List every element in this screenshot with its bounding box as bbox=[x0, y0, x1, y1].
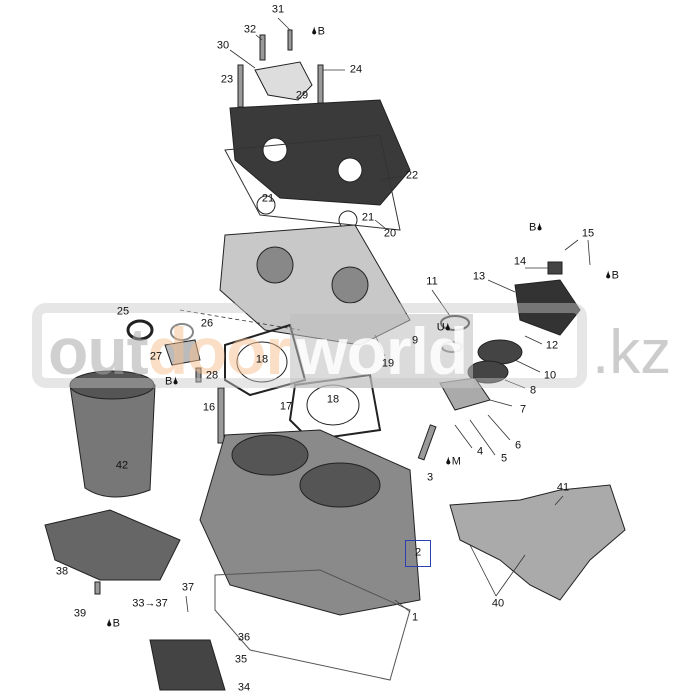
callout[interactable]: 10 bbox=[543, 369, 557, 382]
callout[interactable]: 3 bbox=[426, 471, 434, 484]
callout[interactable]: 9 bbox=[411, 334, 419, 347]
callout[interactable]: 41 bbox=[556, 481, 570, 494]
callout[interactable]: 4 bbox=[476, 445, 484, 458]
callout[interactable]: 33→37 bbox=[132, 597, 168, 610]
callout[interactable]: 14 bbox=[513, 255, 527, 268]
lubricant-mark: 🌢B bbox=[311, 25, 325, 38]
callout[interactable]: 13 bbox=[472, 270, 486, 283]
reed-valve-34 bbox=[149, 639, 226, 691]
callout[interactable]: 37 bbox=[181, 581, 195, 594]
gasket-20 bbox=[224, 134, 401, 231]
lubricant-mark: 🌢B bbox=[106, 617, 120, 630]
callout[interactable]: 42 bbox=[115, 459, 129, 472]
head-cover-22 bbox=[229, 99, 411, 206]
bolt-24 bbox=[317, 64, 324, 104]
lubricant-mark: U🌢 bbox=[436, 321, 452, 334]
wm-door: door bbox=[147, 314, 292, 388]
callout[interactable]: 40 bbox=[491, 597, 505, 610]
callout[interactable]: 36 bbox=[237, 631, 251, 644]
callout[interactable]: 1 bbox=[411, 611, 419, 624]
base-gasket bbox=[214, 569, 411, 681]
callout[interactable]: 12 bbox=[545, 339, 559, 352]
callout[interactable]: 16 bbox=[202, 401, 216, 414]
callout[interactable]: 21 bbox=[361, 211, 375, 224]
callout[interactable]: 15 bbox=[581, 227, 595, 240]
callout[interactable]: 38 bbox=[55, 565, 69, 578]
callout[interactable]: 18 bbox=[326, 393, 340, 406]
callout[interactable]: 39 bbox=[73, 607, 87, 620]
callout[interactable]: 30 bbox=[216, 39, 230, 52]
callout[interactable]: 7 bbox=[519, 403, 527, 416]
callout[interactable]: 25 bbox=[116, 305, 130, 318]
callout[interactable]: 26 bbox=[200, 317, 214, 330]
watermark-logo: outdoorworld bbox=[48, 314, 474, 388]
wm-out: out bbox=[48, 314, 149, 388]
intake-38 bbox=[44, 509, 181, 581]
lubricant-mark: B🌢 bbox=[529, 221, 543, 234]
callout[interactable]: 34 bbox=[237, 681, 251, 694]
callout[interactable]: 24 bbox=[349, 63, 363, 76]
callout[interactable]: 5 bbox=[500, 452, 508, 465]
thermostat-housing-29 bbox=[254, 61, 313, 101]
bolt-32 bbox=[259, 34, 266, 61]
callout[interactable]: 21 bbox=[261, 192, 275, 205]
callout[interactable]: 22 bbox=[405, 169, 419, 182]
callout[interactable]: 35 bbox=[234, 653, 248, 666]
callout[interactable]: 31 bbox=[271, 3, 285, 16]
lubricant-mark: 🌢M bbox=[445, 455, 461, 468]
callout[interactable]: 20 bbox=[383, 227, 397, 240]
callout[interactable]: 29 bbox=[295, 89, 309, 102]
lubricant-mark: 🌢B bbox=[605, 269, 619, 282]
callout[interactable]: 27 bbox=[149, 350, 163, 363]
watermark-kz: .kz bbox=[592, 318, 672, 387]
callout[interactable]: 23 bbox=[220, 73, 234, 86]
wm-world: world bbox=[290, 314, 474, 388]
callout[interactable]: 8 bbox=[529, 384, 537, 397]
callout[interactable]: 28 bbox=[205, 369, 219, 382]
callout[interactable]: 17 bbox=[279, 400, 293, 413]
callout[interactable]: 32 bbox=[243, 23, 257, 36]
callout[interactable]: 19 bbox=[381, 357, 395, 370]
callout[interactable]: 6 bbox=[514, 439, 522, 452]
callout[interactable]: 18 bbox=[255, 353, 269, 366]
bolt-31 bbox=[287, 29, 293, 51]
callout[interactable]: 11 bbox=[426, 275, 438, 288]
lubricant-mark: B🌢 bbox=[165, 375, 179, 388]
callout-highlighted[interactable]: 2 bbox=[414, 546, 422, 559]
highlight-box bbox=[405, 540, 431, 567]
bolt-23 bbox=[237, 64, 244, 108]
exhaust-manifold-41 bbox=[449, 484, 626, 601]
